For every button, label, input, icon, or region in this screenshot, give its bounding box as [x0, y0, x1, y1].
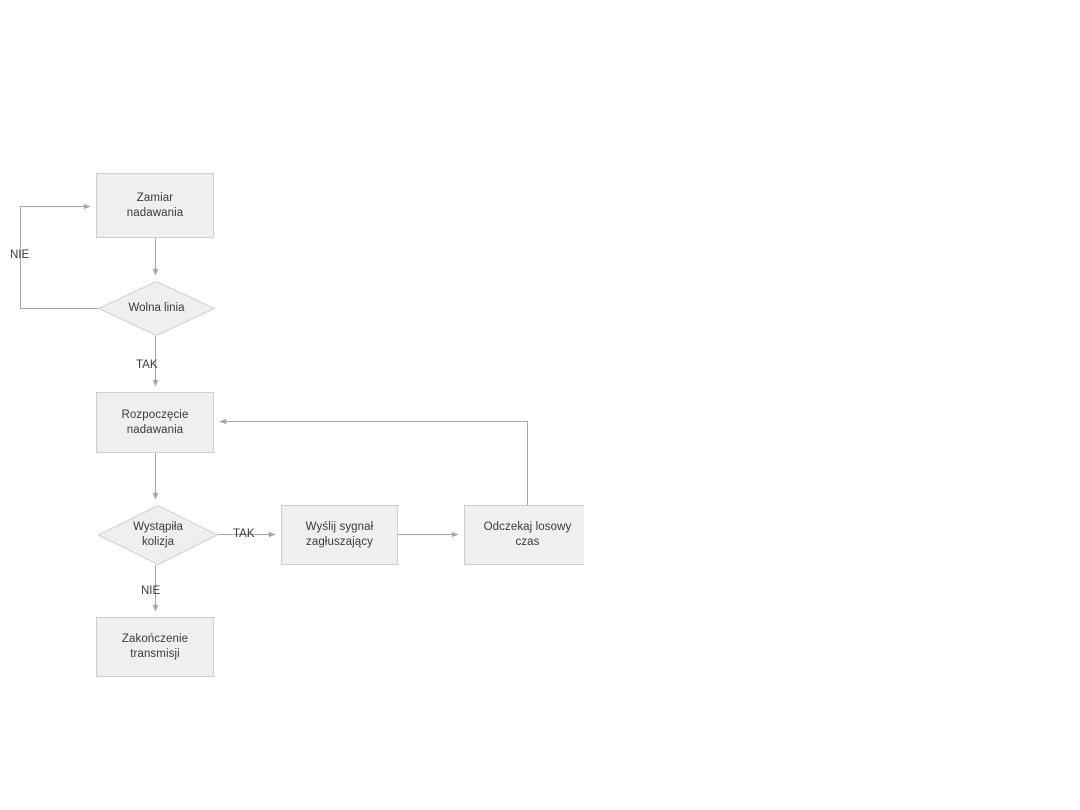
node-rozpoczecie-nadawania-label: Rozpoczęcie nadawania	[121, 408, 189, 436]
node-rozpoczecie-nadawania[interactable]: Rozpoczęcie nadawania	[96, 392, 214, 453]
edge-odczekaj-to-rozpoczecie	[219, 418, 528, 505]
edge-label-wolna-nie: NIE	[10, 249, 30, 261]
edge-label-wolna-tak: TAK	[136, 359, 158, 371]
edge-wolna-nie-to-zamiar	[20, 203, 98, 309]
node-wyslij-sygnal-zagluszajacy-label: Wyślij sygnał zagłuszający	[305, 521, 374, 548]
node-odczekaj-losowy-czas[interactable]: Odczekaj losowy czas	[464, 505, 584, 565]
node-wystapila-kolizja-label: Wystąpiła kolizja	[133, 521, 183, 548]
flowchart-clip-region: Zamiar nadawania Rozpoczęcie nadawania W…	[10, 173, 584, 677]
diamond-shape	[98, 281, 215, 336]
node-wyslij-sygnal-zagluszajacy[interactable]: Wyślij sygnał zagłuszający	[281, 505, 398, 565]
node-zamiar-nadawania[interactable]: Zamiar nadawania	[96, 173, 214, 238]
edge-label-kolizja-nie: NIE	[141, 585, 161, 597]
connector-layer	[20, 203, 528, 612]
node-wystapila-kolizja[interactable]: Wystąpiła kolizja	[98, 505, 218, 565]
node-zakonczenie-transmisji-label: Zakończenie transmisji	[121, 633, 189, 660]
edge-label-kolizja-tak: TAK	[233, 528, 255, 540]
node-wolna-linia[interactable]: Wolna linia	[98, 281, 215, 336]
node-zakonczenie-transmisji[interactable]: Zakończenie transmisji	[96, 617, 214, 677]
node-wolna-linia-label: Wolna linia	[128, 302, 185, 314]
diamond-shape	[98, 505, 218, 565]
node-odczekaj-losowy-czas-label: Odczekaj losowy czas	[483, 521, 572, 548]
node-zamiar-nadawania-label: Zamiar nadawania	[126, 191, 184, 219]
